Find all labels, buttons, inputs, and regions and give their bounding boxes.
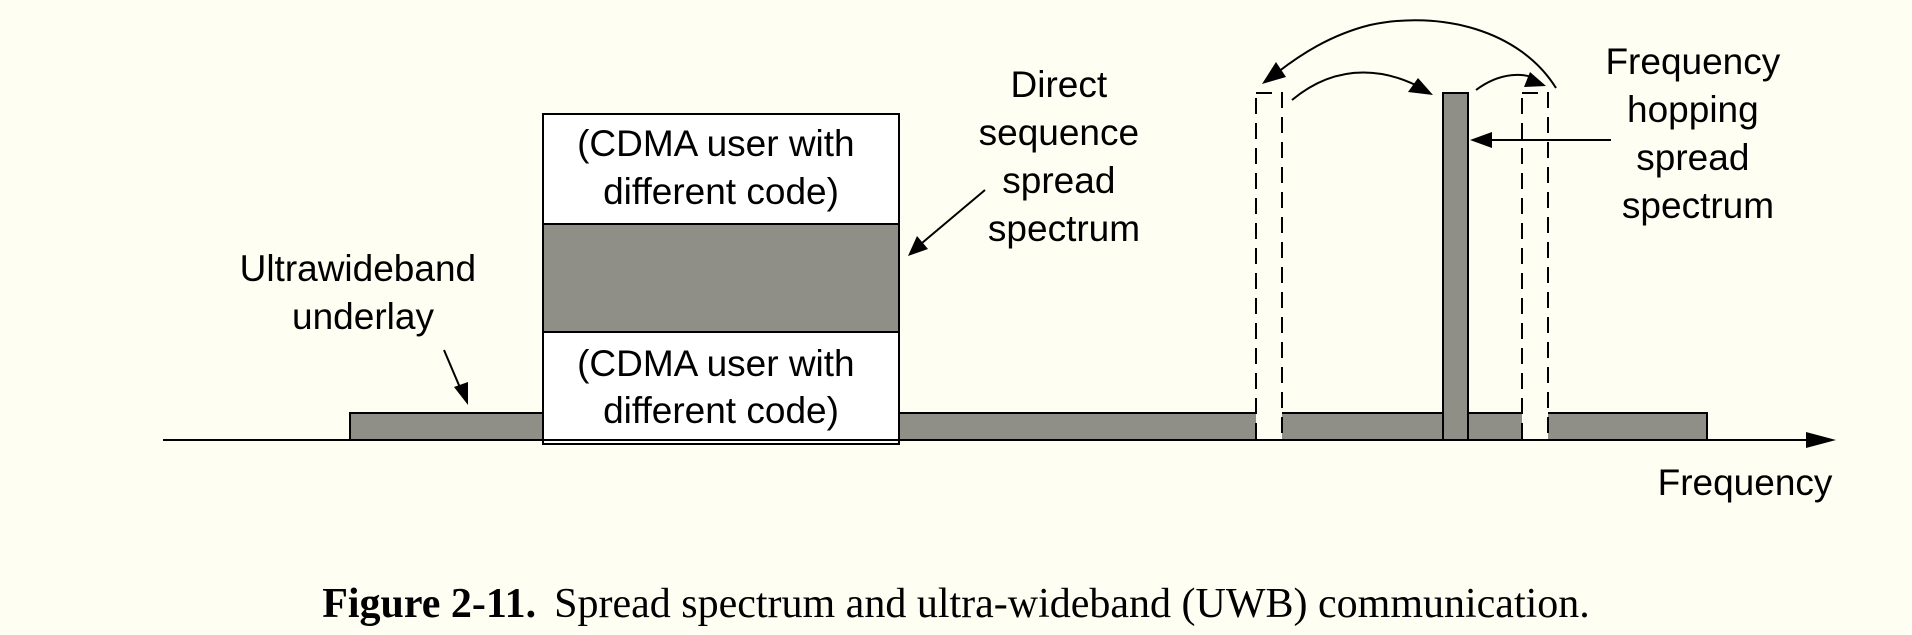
hop-active-bar	[1442, 92, 1469, 441]
hop-slot-left-gap	[1256, 412, 1282, 441]
caption-label: Figure 2-11.	[322, 581, 537, 627]
ultrawideband-label: Ultrawideband underlay	[240, 248, 487, 337]
hop-slot-right	[1521, 92, 1549, 441]
dsss-pointer-line	[921, 189, 986, 244]
cdma-upper-box	[542, 113, 900, 225]
uwb-pointer-head	[454, 382, 468, 405]
hop-arc-left-to-active-head	[1408, 78, 1433, 95]
cdma-upper-label: (CDMA user with different code)	[577, 123, 865, 212]
caption-text: Spread spectrum and ultra-wideband (UWB)…	[554, 581, 1590, 627]
x-axis-label: Frequency	[1658, 462, 1833, 503]
hop-arc-left-to-active	[1291, 71, 1426, 101]
hop-slot-right-gap	[1522, 412, 1548, 441]
cdma-lower-label: (CDMA user with different code)	[577, 343, 865, 431]
frequency-hopping-label: Frequency hopping spread spectrum	[1605, 41, 1790, 226]
direct-sequence-label: Direct sequence spread spectrum	[979, 64, 1150, 249]
hop-arc-right-to-left-head	[1262, 62, 1286, 84]
spectrum-diagram: (CDMA user with different code) (CDMA us…	[163, 19, 1836, 503]
hop-arc-right-to-left	[1277, 19, 1557, 89]
direct-sequence-band	[542, 223, 900, 333]
fhss-pointer-head	[1470, 132, 1492, 148]
dsss-pointer-head	[908, 236, 928, 256]
figure-caption: Figure 2-11. Spread spectrum and ultra-wi…	[0, 580, 1912, 628]
frequency-axis-arrowhead	[1806, 432, 1836, 448]
hop-slot-left	[1255, 92, 1283, 441]
uwb-pointer-line	[443, 349, 462, 391]
cdma-lower-box	[542, 331, 900, 445]
hop-arc-active-to-right-head	[1524, 72, 1546, 87]
